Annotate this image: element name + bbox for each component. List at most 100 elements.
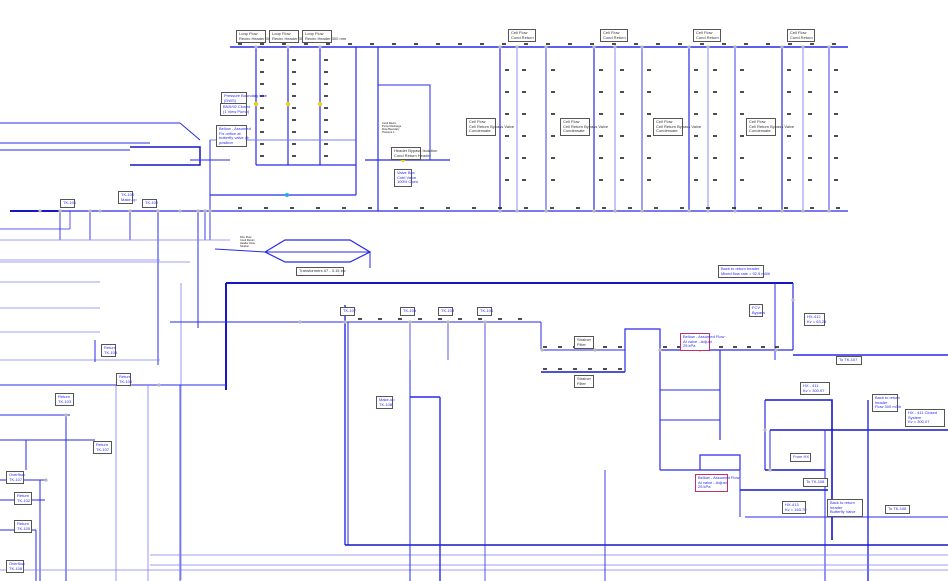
tank-tk102-label[interactable]: TK-102 <box>142 199 158 208</box>
valve-icon[interactable] <box>317 101 323 107</box>
tank-tk106-label[interactable]: TK-106 Make-up <box>118 191 137 205</box>
pipe-segment[interactable] <box>624 328 661 470</box>
junction-node[interactable] <box>592 209 596 213</box>
junction-node[interactable] <box>128 209 132 213</box>
junction-node[interactable] <box>178 209 182 213</box>
junction-node[interactable] <box>157 383 161 387</box>
fcv-bypass-label[interactable]: FCV Bypass <box>749 304 765 318</box>
junction-node[interactable] <box>827 209 831 213</box>
return-tk106-label[interactable]: Return TK-106 <box>116 373 132 387</box>
return-header-label[interactable]: Back to return header Mixed flow rate = … <box>718 265 770 279</box>
junction-node[interactable] <box>706 45 710 49</box>
junction-node[interactable] <box>343 320 347 324</box>
junction-node[interactable] <box>593 348 597 352</box>
junction-node[interactable] <box>446 320 450 324</box>
makeup-tk108-label[interactable]: Make-up TK-108 <box>376 396 395 410</box>
bypass-alert-label-2[interactable]: Bellow - Assumed Flow At valve - Adjust … <box>695 474 739 492</box>
bypass-isolation-label[interactable]: Header Bypass Isolation Cond Return Head… <box>391 147 437 161</box>
junction-node[interactable] <box>515 45 519 49</box>
junction-node[interactable] <box>640 209 644 213</box>
header-label-2[interactable]: Loop Flow Recirc Header 300 mm <box>269 30 313 44</box>
strainer-label-1[interactable]: Strainer Filter <box>574 336 594 350</box>
junction-node[interactable] <box>687 209 691 213</box>
junction-node[interactable] <box>801 45 805 49</box>
pipe-segment[interactable] <box>130 146 201 166</box>
from-hx-label[interactable]: From HX <box>790 453 811 462</box>
return-tk107-label[interactable]: Return TK-107 <box>93 441 112 455</box>
closed-valve-label[interactable]: BNS/92 Closed (1 View Pump) <box>220 103 250 117</box>
cell-mid-label-4[interactable]: Cell Flow Cell Return Bypass Valve Conde… <box>746 118 794 136</box>
junction-node[interactable] <box>827 45 831 49</box>
tank-tk105-label[interactable]: TK-105 <box>400 307 416 316</box>
junction-node[interactable] <box>780 209 784 213</box>
return-tk105-label[interactable]: Return TK-105 <box>14 520 32 534</box>
return-tk103-label[interactable]: Return TK-103 <box>55 393 74 407</box>
back-to-return-bv-label[interactable]: Back to return header Butterfly Valve <box>827 499 863 517</box>
to-tk107-label[interactable]: To TK-107 <box>836 356 862 365</box>
pipe-segment[interactable] <box>214 248 266 253</box>
junction-node[interactable] <box>483 320 487 324</box>
valve-icon[interactable] <box>285 101 291 107</box>
junction-node[interactable] <box>733 209 737 213</box>
bypass-alert-label[interactable]: Bellow - Assumed Flow At valve - Adjust … <box>680 333 724 351</box>
hx411-closed-label[interactable]: HX - 411 Closed System Kv = 300.07 <box>905 409 945 427</box>
cell-mid-label-1[interactable]: Cell Flow Cell Return Bypass Valve Conde… <box>466 118 514 136</box>
cell-mid-label-3[interactable]: Cell Flow Cell Return Bypass Valve Conde… <box>653 118 701 136</box>
junction-node[interactable] <box>544 209 548 213</box>
hx412-label[interactable]: HX-412 Kv = 63.28 <box>804 313 826 327</box>
junction-node[interactable] <box>540 348 544 352</box>
valve-icon[interactable] <box>285 193 289 197</box>
junction-node[interactable] <box>613 209 617 213</box>
junction-node[interactable] <box>254 45 258 49</box>
return-tk102-label[interactable]: Return TK-102 <box>14 492 32 506</box>
return-tk108-label[interactable]: Return TK-108 <box>101 344 117 358</box>
pipe-segment[interactable] <box>264 239 372 263</box>
junction-node[interactable] <box>687 45 691 49</box>
junction-node[interactable] <box>408 320 412 324</box>
junction-node[interactable] <box>774 348 778 352</box>
hx413-label[interactable]: HX-413 Kv = 163.70 <box>782 501 806 515</box>
pipe-segment[interactable] <box>765 399 833 540</box>
junction-node[interactable] <box>733 45 737 49</box>
pipe-segment[interactable] <box>378 84 431 160</box>
junction-node[interactable] <box>768 468 772 472</box>
pressure-boundary-label[interactable]: Pressure Boundary Line (DWS) <box>221 92 267 106</box>
pipe-segment[interactable] <box>699 454 741 470</box>
tank-tk101-label[interactable]: TK-101 <box>60 199 76 208</box>
junction-node[interactable] <box>286 45 290 49</box>
cell-mid-label-2[interactable]: Cell Flow Cell Return Bypass Valve Conde… <box>560 118 608 136</box>
junction-node[interactable] <box>318 45 322 49</box>
strainer-label-2[interactable]: Strainer Filter <box>574 375 594 389</box>
butterfly-valve-label[interactable]: Bellow - Assumed Flx orifice at butterfl… <box>216 125 251 148</box>
header-label-3[interactable]: Loop Flow Recirc Header 300 mm <box>302 30 346 44</box>
to-tk108-label-b[interactable]: To TK-108 <box>885 505 910 514</box>
cell-label-4[interactable]: Cell Flow Cond Return <box>787 29 815 43</box>
junction-node[interactable] <box>156 209 160 213</box>
junction-node[interactable] <box>780 45 784 49</box>
tank-tk107-label[interactable]: TK-107 <box>340 307 356 316</box>
junction-node[interactable] <box>298 320 302 324</box>
junction-node[interactable] <box>640 45 644 49</box>
overflow-tk108-label[interactable]: Overflow TK-108 <box>6 560 25 574</box>
valve-icon[interactable] <box>253 101 259 107</box>
transformer-label[interactable]: Transformers #7 - 3.15 kw <box>296 267 346 276</box>
junction-node[interactable] <box>64 413 68 417</box>
junction-node[interactable] <box>44 478 48 482</box>
junction-node[interactable] <box>208 209 212 213</box>
tank-tk103-label[interactable]: TK-103 <box>438 307 454 316</box>
junction-node[interactable] <box>544 45 548 49</box>
junction-node[interactable] <box>592 45 596 49</box>
control-valve-label[interactable]: Valve Box Cntrl Valve 100% Open <box>394 169 418 187</box>
pipe-segment[interactable] <box>179 122 201 141</box>
junction-node[interactable] <box>88 209 92 213</box>
junction-node[interactable] <box>613 45 617 49</box>
back-to-return-flow-label[interactable]: Back to return header Flow 300 m3/h <box>872 394 901 412</box>
junction-node[interactable] <box>658 348 662 352</box>
cell-label-1[interactable]: Cell Flow Cond Return <box>508 29 536 43</box>
cell-label-3[interactable]: Cell Flow Cond Return <box>693 29 721 43</box>
hx411-label[interactable]: HX - 411 Kv = 300.07 <box>800 382 830 396</box>
junction-node[interactable] <box>196 209 200 213</box>
junction-node[interactable] <box>515 209 519 213</box>
cell-label-2[interactable]: Cell Flow Cond Return <box>600 29 628 43</box>
junction-node[interactable] <box>763 428 767 432</box>
